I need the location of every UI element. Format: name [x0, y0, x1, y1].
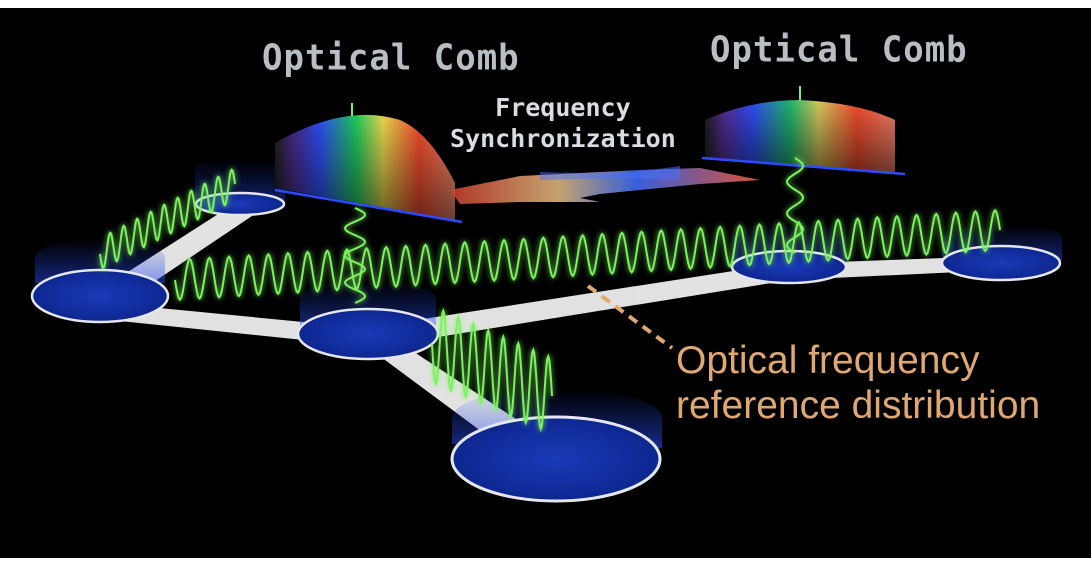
comb-spectrum-left	[274, 103, 463, 224]
comb-spectrum-right	[701, 86, 906, 176]
node-center	[296, 280, 440, 361]
reference-label-line2: reference distribution	[676, 384, 1041, 427]
wave-main	[174, 208, 1001, 302]
reference-label-line1: Optical frequency	[676, 339, 980, 382]
sync-arrow	[450, 166, 760, 204]
wave-comb-left-drop	[343, 207, 367, 304]
figure-canvas: Optical Comb Optical Comb Frequency Sync…	[0, 8, 1091, 558]
wave-comb-right-drop	[785, 157, 805, 254]
reference-waves	[99, 157, 1001, 433]
node-right	[730, 221, 848, 285]
network-diagram	[30, 86, 1062, 503]
reference-leader-line	[586, 284, 674, 350]
sync-label-line2: Synchronization	[450, 124, 676, 153]
reference-label: Optical frequency reference distribution	[676, 338, 1040, 428]
node-left	[30, 238, 170, 324]
sync-label: Frequency Synchronization	[450, 92, 676, 154]
wave-lower	[431, 307, 553, 433]
link-c	[365, 263, 790, 348]
wave-upper-left	[99, 168, 236, 270]
node-far-right	[940, 224, 1062, 282]
comb-label-right: Optical Comb	[710, 29, 968, 71]
node-top-left	[194, 158, 286, 217]
sync-label-line1: Frequency	[495, 93, 631, 122]
comb-label-left: Optical Comb	[262, 37, 520, 79]
network-nodes	[30, 158, 1062, 503]
node-bottom	[450, 388, 662, 503]
